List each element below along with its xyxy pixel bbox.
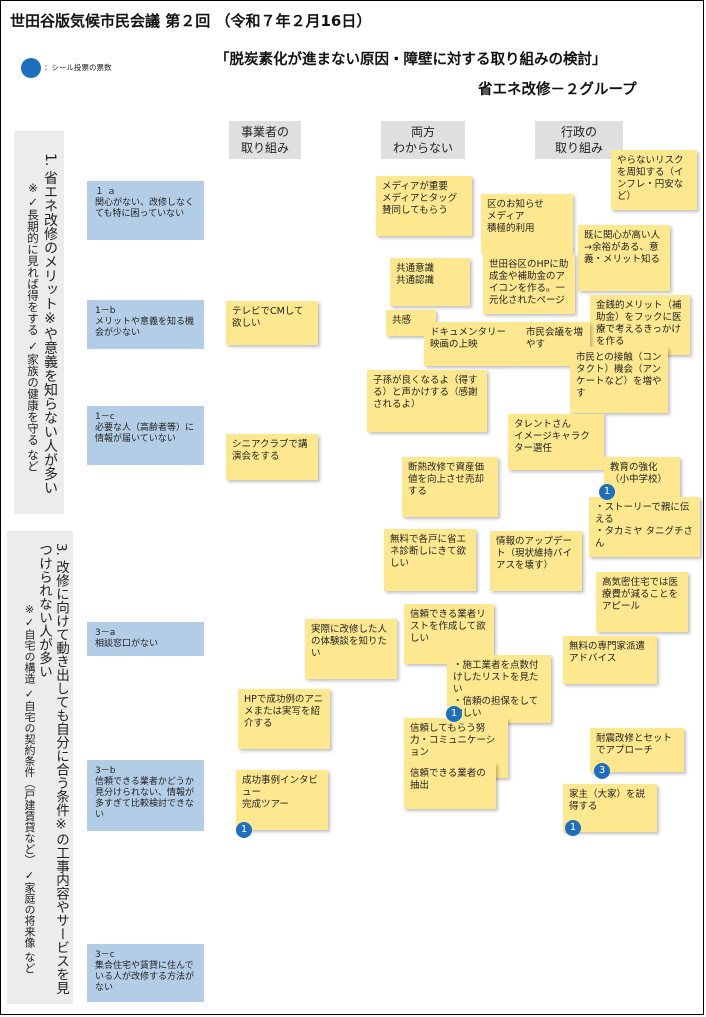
vote-sticker: 3 [594, 763, 610, 779]
section-3-title: 3. 改修に向けて動き出しても自分に合う条件※の工事内容やサービスを見つけられな… [36, 543, 69, 995]
sticky-note: 市民会議を増やす [520, 322, 590, 366]
section-3-note: ※✓自宅の構造 ✓自宅の契約条件（戸建賃貸など） ✓家庭の将来像 など [23, 603, 36, 974]
sticky-note: HPで成功例のアニメまたは実写を紹介する [238, 689, 330, 749]
page-title: 世田谷版気候市民会議 第２回 （令和７年２月16日） [10, 12, 372, 30]
issue-1a: １ ａ 関心がない、改修しなくても特に困っていない [87, 181, 204, 240]
sticky-note: やらないリスクを周知する（インフレ・円安など） [611, 150, 697, 210]
sticky-note: 金銭的メリット（補助金）をフックに医療で考えるきっかけを作る [590, 295, 690, 355]
sticky-note: ドキュメンタリー映画の上映 [424, 322, 520, 366]
sticky-note: 既に関心が高い人→余裕がある、意義・メリット知る [578, 225, 670, 291]
sticky-note: メディアが重要 メディアとタッグ 賛同してもらう [376, 176, 472, 236]
legend-label: ：シール投票の票数 [44, 63, 112, 72]
page-subtitle: 「脱炭素化が進まない原因・障壁に対する取り組みの検討」 [215, 52, 607, 68]
column-header-admin: 行政の 取り組み [535, 121, 623, 159]
sticky-note: 子孫が良くなるよ（得する）と声かけする（感謝されるよ） [367, 370, 487, 432]
vote-sticker: 1 [565, 820, 581, 836]
sticky-note: 断熱改修で資産価値を向上させ売却する [402, 457, 498, 517]
issue-1b: 1－b メリットや意義を知る機会が少ない [87, 300, 204, 349]
vote-sticker: 1 [599, 484, 615, 500]
sticky-note: 高気密住宅では医療費が減ることをアピール [596, 572, 688, 632]
sticky-note: 成功事例インタビュー 完成ツアー [236, 770, 328, 830]
sticky-note: 実際に改修した人の体験談を知りたい [305, 619, 397, 679]
sticky-note: 無料で各戸に省エネ診断しにきて欲しい [384, 529, 476, 591]
sticky-note: 市民との接触（コンタクト）機会（アンケートなど）を増やす [570, 347, 668, 413]
sticky-note: 信頼できる業者リストを作成して欲しい [404, 604, 494, 664]
sticky-note: 区のお知らせ メディア 積極的利用 [481, 194, 573, 254]
sticky-note: ・ストーリーで親に伝える ・タカミヤ タニグチさん [589, 497, 700, 557]
section-1-title: 1. 省エネ改修のメリット※や意義を知らない人が多い [42, 153, 58, 495]
sticky-note: 教育の強化（小中学校） [604, 457, 680, 497]
issue-3b: 3－b 信頼できる業者かどうか見分けられない、情報が多すぎて比較検討できない [87, 760, 204, 831]
sticky-note: 共通意識 共通認識 [390, 258, 470, 306]
vote-sticker-legend-icon [21, 58, 41, 78]
vote-sticker: 1 [446, 706, 462, 722]
sticky-note: 耐震改修とセットでアプローチ [590, 728, 684, 772]
issue-3a: 3－a 相談窓口がない [87, 622, 204, 656]
sticky-note: ・施工業者を点数付けしたリストを見たい ・信頼の担保をして欲しい [447, 655, 551, 723]
section-1-panel: 1. 省エネ改修のメリット※や意義を知らない人が多い ※✓長期的に見れば得をする… [14, 131, 64, 514]
column-header-business: 事業者の 取り組み [229, 121, 301, 159]
section-3-panel: 3. 改修に向けて動き出しても自分に合う条件※の工事内容やサービスを見つけられな… [7, 531, 73, 1004]
sticky-note: タレントさん イメージキャラクター選任 [508, 414, 604, 470]
issue-3c: 3－c 集合住宅や賃貸に住んでいる人が改修する方法がない [87, 944, 204, 1002]
vote-sticker: 1 [236, 822, 252, 838]
group-name: 省エネ改修－２グループ [478, 82, 637, 98]
sticky-note: 無料の専門家派遣アドバイス [563, 636, 657, 684]
sticky-note: テレビでCMして欲しい [226, 301, 318, 345]
sticky-note: 世田谷区のHPに助成金や補助金のアイコンを作る。一元化されたページ [483, 254, 575, 314]
column-header-both: 両方 わからない [381, 121, 465, 159]
sticky-note: 信頼できる業者の抽出 [404, 763, 496, 809]
issue-1c: 1－c 必要な人（高齢者等）に情報が届いていない [87, 406, 204, 465]
section-1-note: ※✓長期的に見れば得をする ✓家族の健康を守る など [26, 181, 40, 472]
sticky-note: シニアクラブで講演会をする [226, 434, 318, 480]
sticky-note: 情報のアップデート（現状維持バイアスを壊す） [490, 531, 582, 591]
